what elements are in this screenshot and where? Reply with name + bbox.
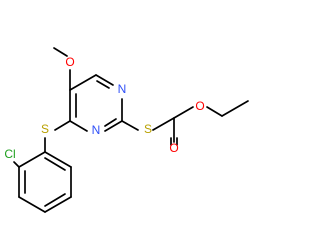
chlorine-label: Cl: [4, 147, 15, 161]
molecule-structure: O N N S S O O Cl: [4, 47, 249, 213]
ester-oxygen-label: O: [195, 99, 204, 113]
methoxy-methyl-bond: [53, 47, 68, 57]
sulfur-right-label: S: [144, 122, 152, 136]
ring-nitrogen-bottom-label: N: [92, 123, 101, 137]
ring-bond-n3-c4: [69, 120, 88, 132]
thioether-right-bond-1: [121, 120, 139, 131]
ring-bond-c5-c6: [69, 74, 97, 91]
carbonyl-oxygen-label: O: [169, 141, 178, 155]
ring-double-bond-c2-n3: [104, 118, 117, 127]
ester-bond-2: [206, 106, 223, 117]
ring-nitrogen-top-label: N: [118, 82, 127, 96]
sulfur-left-label: S: [41, 122, 49, 136]
thioether-left-bond-1: [54, 120, 71, 131]
thioether-right-bond-2: [152, 117, 175, 131]
methoxy-oxygen-label: O: [65, 55, 74, 69]
ring-bond-c6-n1: [95, 74, 114, 86]
phenyl-double-bond-6: [44, 157, 66, 171]
phenyl-bond-4: [44, 196, 72, 213]
phenyl-double-bond-4: [44, 193, 66, 207]
phenyl-bond-6: [44, 151, 72, 168]
ester-bond-1: [173, 106, 194, 119]
chloro-bond: [13, 161, 20, 168]
ethyl-bond: [221, 100, 249, 117]
phenyl-bond-1: [18, 151, 46, 168]
phenyl-bond-3: [18, 196, 46, 213]
ring-bond-c2-n3: [104, 120, 123, 132]
ring-double-bond-c6-n1: [96, 80, 110, 89]
molecule-canvas: O N N S S O O Cl: [4, 47, 249, 213]
